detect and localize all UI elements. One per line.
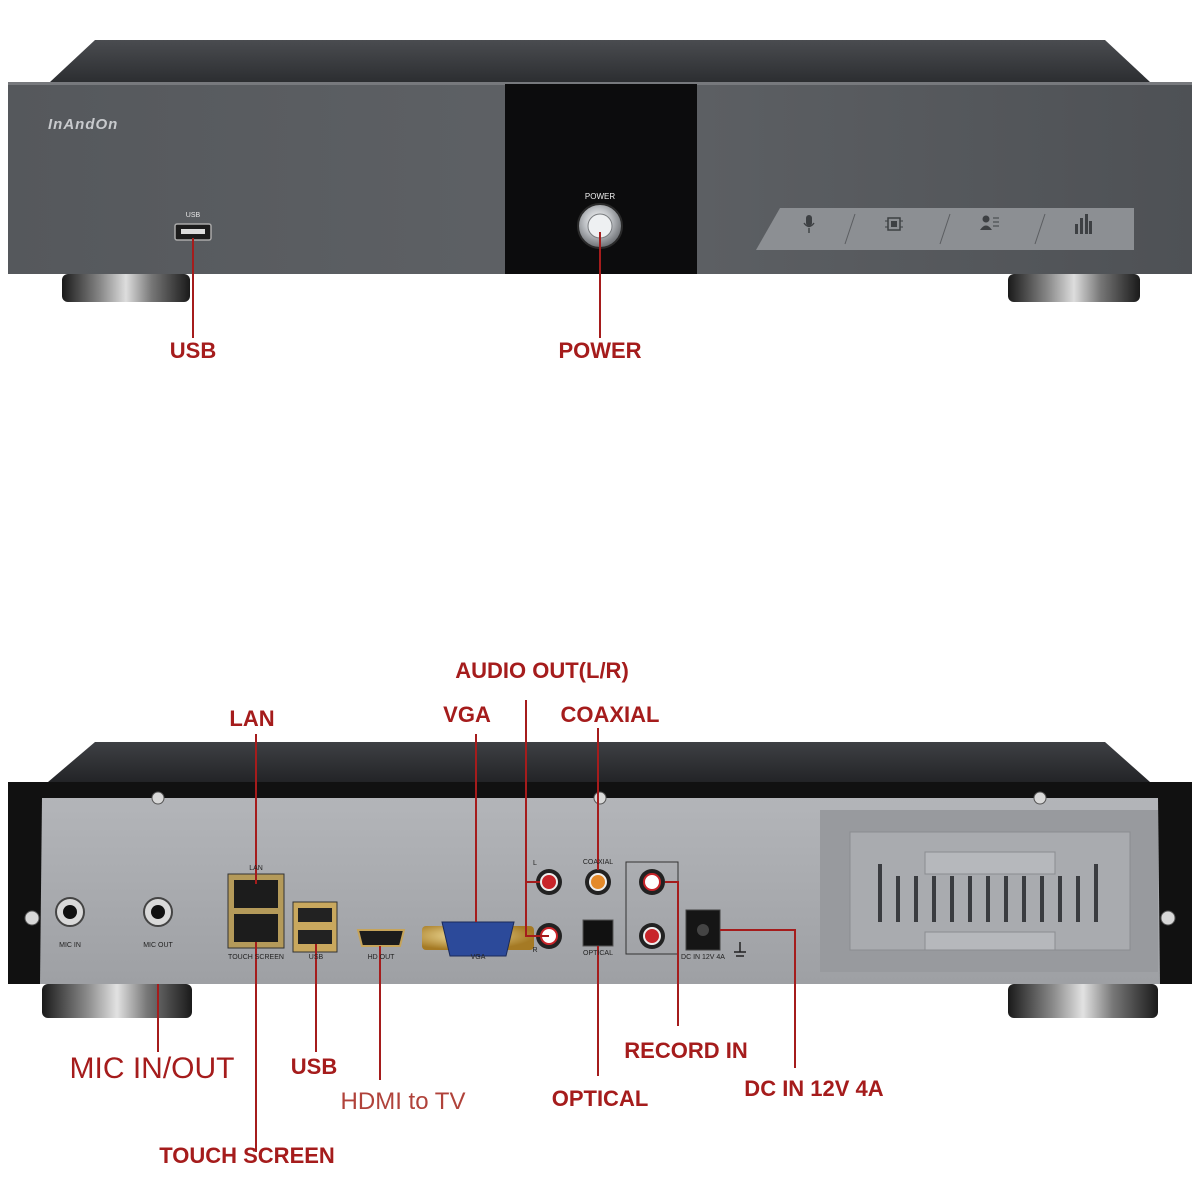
- rear-label-right: R: [532, 947, 538, 954]
- front-device-illustration: [8, 40, 1192, 338]
- rear-label-mic-in: MIC IN: [59, 942, 81, 949]
- mic-in-jack[interactable]: [55, 897, 85, 927]
- callout-lan: LAN: [229, 706, 275, 731]
- microphone-icon[interactable]: [802, 214, 816, 234]
- rear-label-usb: USB: [308, 954, 324, 961]
- rear-label-lan: LAN: [249, 865, 263, 872]
- rear-right-foot: [1008, 984, 1158, 1018]
- rear-label-coaxial: COAXIAL: [582, 859, 614, 866]
- person-score-icon[interactable]: [980, 214, 1000, 234]
- callout-touch-screen: TOUCH SCREEN: [159, 1143, 335, 1168]
- callout-power: POWER: [558, 338, 642, 363]
- callout-hdmi-to-tv: HDMI to TV: [340, 1088, 466, 1115]
- optical-port[interactable]: [582, 919, 614, 947]
- brand-logo: InAndOn: [48, 116, 119, 133]
- rear-usb-port-2[interactable]: [298, 930, 332, 944]
- front-usb-port-label: USB: [185, 212, 201, 219]
- rear-device-illustration: [8, 700, 1192, 1152]
- rear-view: LAN TOUCH SCREEN USB HD OUT VGA COAXIAL …: [0, 640, 1200, 1200]
- rear-label-hd-out: HD OUT: [367, 954, 395, 961]
- front-view: InAndOn USB POWER USB POWER: [0, 0, 1200, 380]
- callout-coaxial: COAXIAL: [560, 702, 660, 727]
- rear-label-vga: VGA: [470, 954, 486, 961]
- callout-usb-front: USB: [169, 338, 217, 363]
- touch-screen-port[interactable]: [234, 914, 278, 942]
- power-button-label: POWER: [584, 192, 616, 201]
- vga-port[interactable]: [441, 921, 515, 957]
- front-left-foot: [62, 274, 190, 302]
- rear-label-left: L: [533, 860, 537, 867]
- rear-label-optical: OPTICAL: [583, 950, 613, 957]
- rear-label-touch-screen: TOUCH SCREEN: [228, 954, 284, 961]
- audio-out-left-jack[interactable]: [540, 873, 558, 891]
- rear-label-dc-in: DC IN 12V 4A: [681, 954, 725, 961]
- callout-optical: OPTICAL: [551, 1086, 649, 1111]
- coaxial-jack[interactable]: [589, 873, 607, 891]
- record-in-left-jack[interactable]: [643, 873, 661, 891]
- record-in-right-jack[interactable]: [643, 927, 661, 945]
- callout-audio-out: AUDIO OUT(L/R): [455, 658, 629, 683]
- lan-port[interactable]: [234, 880, 278, 908]
- hdmi-port[interactable]: [356, 929, 406, 947]
- rear-usb-port-1[interactable]: [298, 908, 332, 922]
- equalizer-icon[interactable]: [1074, 214, 1092, 234]
- callout-record-in: RECORD IN: [624, 1038, 748, 1063]
- callout-vga: VGA: [443, 702, 491, 727]
- callout-dc-in: DC IN 12V 4A: [744, 1076, 884, 1101]
- ground-icon: [734, 942, 746, 957]
- callout-mic-in-out: MIC IN/OUT: [69, 1052, 235, 1085]
- rear-left-foot: [42, 984, 192, 1018]
- front-right-foot: [1008, 274, 1140, 302]
- mic-out-jack[interactable]: [143, 897, 173, 927]
- rear-label-mic-out: MIC OUT: [143, 942, 173, 949]
- chip-icon[interactable]: [885, 215, 903, 233]
- rear-callout-lines: [157, 700, 796, 1152]
- callout-usb-rear: USB: [290, 1054, 338, 1079]
